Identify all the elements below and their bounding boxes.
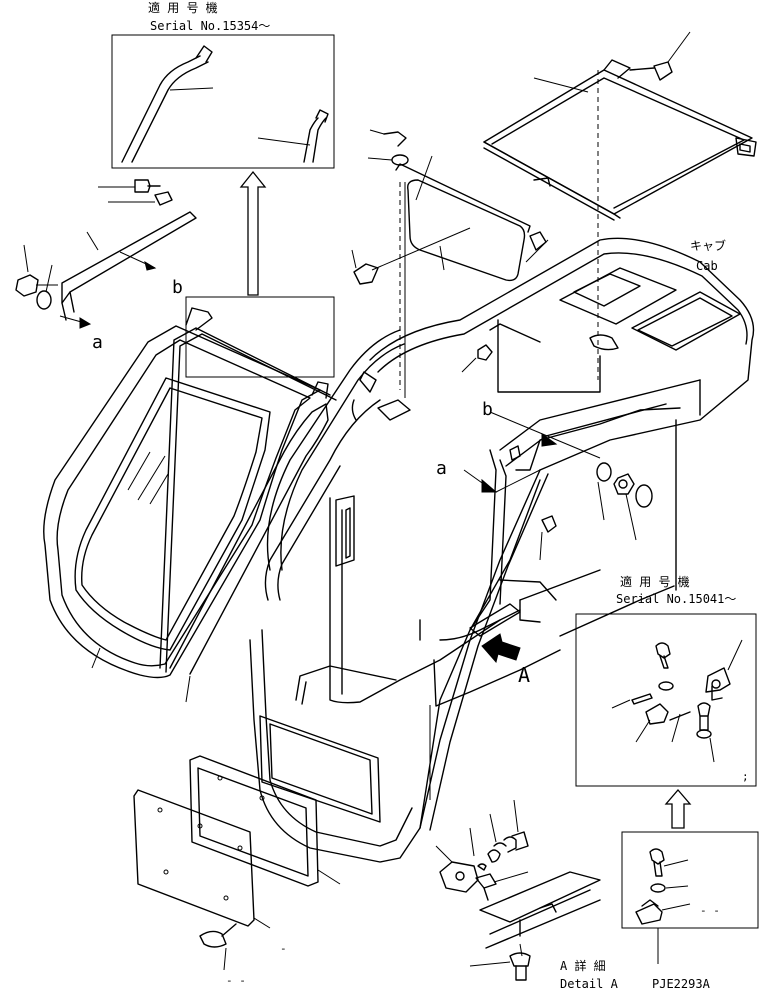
hollow-up-arrow-icon <box>239 170 267 296</box>
top-inset-detail: 適 用 号 機 Serial No.15354～ <box>111 0 335 169</box>
hardware-parts: b a <box>436 344 653 561</box>
cover-plates: - - - <box>133 755 341 987</box>
small-mark-4: - - <box>700 904 720 917</box>
hollow-up-arrow-icon <box>664 789 692 829</box>
drawing-code: PJE2293A <box>652 977 711 991</box>
right-applicable-label: 適 用 号 機 <box>620 574 690 589</box>
right-inset-detail: 適 用 号 機 Serial No.15041～ ; <box>575 574 757 787</box>
sun-visor <box>351 129 549 285</box>
letter-a-right: a <box>436 458 447 479</box>
detail-A-jp: A 詳 細 <box>560 958 606 973</box>
detail-A-box: - - <box>621 831 759 964</box>
cab-body <box>249 70 755 863</box>
cab-label-en: Cab <box>696 259 718 273</box>
roof-sunshade: キャブ Cab <box>483 31 757 273</box>
filled-arrow-icon <box>481 633 521 664</box>
small-mark-1: - - <box>226 974 246 987</box>
bracket-assembly: b a <box>15 179 197 353</box>
letter-b-left: b <box>172 277 183 298</box>
small-mark-3: ; <box>742 770 749 783</box>
letter-a-left: a <box>92 332 103 353</box>
view-A-label: A <box>518 663 530 687</box>
small-mark-2: - <box>280 942 287 955</box>
door-window-frame <box>43 296 337 703</box>
view-arrow-A: A <box>481 633 530 687</box>
letter-b-right: b <box>482 399 493 420</box>
lower-hardware: A 詳 細 Detail A <box>435 799 619 991</box>
right-serial-label: Serial No.15041～ <box>616 592 736 606</box>
detail-A-en: Detail A <box>560 977 619 991</box>
top-applicable-label: 適 用 号 機 <box>148 0 218 15</box>
top-serial-label: Serial No.15354～ <box>150 19 270 33</box>
cab-label-jp: キャブ <box>690 238 726 253</box>
